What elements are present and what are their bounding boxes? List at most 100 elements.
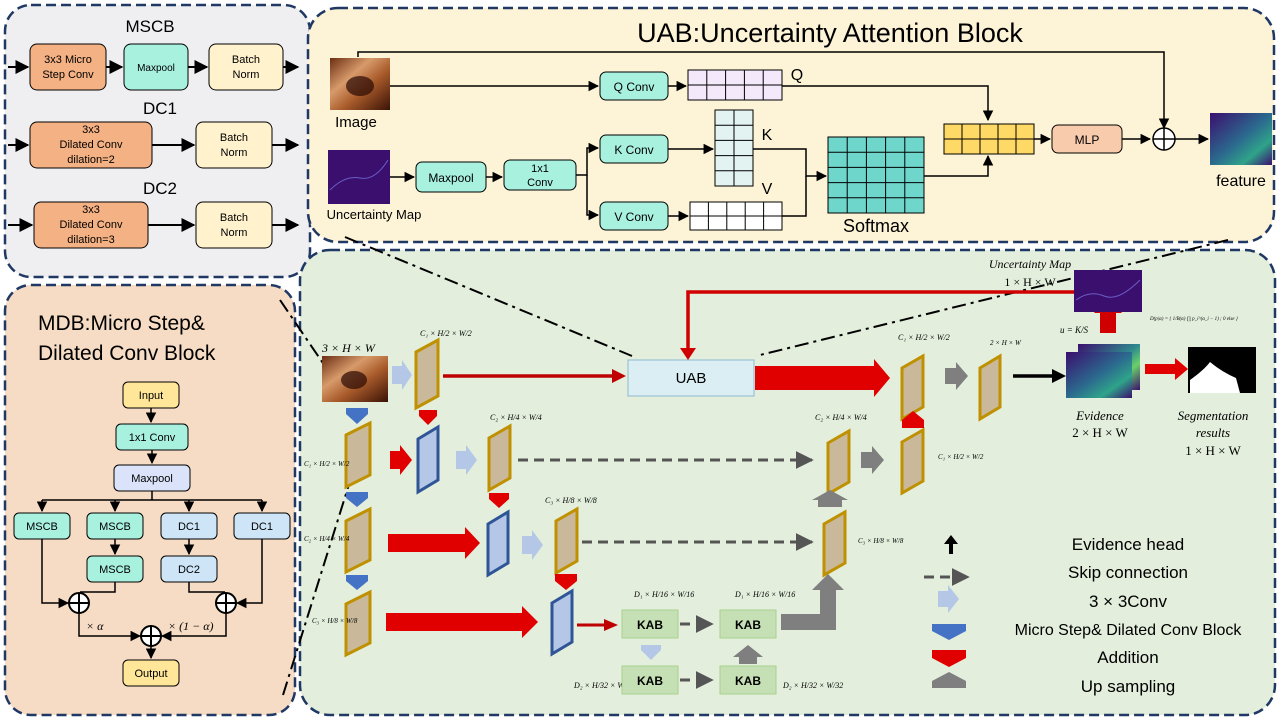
svg-text:C₂ × H/4 × W/4: C₂ × H/4 × W/4 bbox=[490, 413, 542, 422]
svg-text:MSCB: MSCB bbox=[99, 564, 131, 576]
legend-upsampling: Up sampling bbox=[1081, 677, 1176, 696]
uab-add-icon bbox=[1152, 127, 1176, 151]
svg-text:Norm: Norm bbox=[221, 147, 248, 159]
svg-text:2 × H × W: 2 × H × W bbox=[1072, 425, 1128, 440]
zoom-line-left bbox=[344, 236, 633, 357]
svg-text:V: V bbox=[762, 181, 773, 198]
svg-text:results: results bbox=[1196, 425, 1230, 440]
svg-text:3x3: 3x3 bbox=[82, 204, 100, 216]
uab-title: UAB:Uncertainty Attention Block bbox=[637, 18, 1023, 48]
mscb-bn-box bbox=[208, 43, 284, 91]
network-panel bbox=[298, 248, 1277, 717]
svg-text:D₂ × H/32 × W/32: D₂ × H/32 × W/32 bbox=[573, 681, 634, 690]
zoom-line-mdb-bottom bbox=[282, 461, 357, 696]
kab-2 bbox=[719, 609, 777, 639]
svg-text:C₁ × H/2 × W/2: C₁ × H/2 × W/2 bbox=[898, 333, 950, 342]
mdb-arrows bbox=[346, 408, 368, 590]
svg-text:MDB:Micro Step&: MDB:Micro Step& bbox=[38, 312, 205, 335]
svg-text:Dilated Conv: Dilated Conv bbox=[60, 219, 123, 231]
skip-connections bbox=[518, 451, 814, 689]
svg-text:1 × H × W: 1 × H × W bbox=[1004, 275, 1056, 289]
svg-text:Norm: Norm bbox=[221, 227, 248, 239]
enc-fm-c3-blue bbox=[550, 588, 574, 657]
svg-text:Dilated Conv: Dilated Conv bbox=[60, 139, 123, 151]
dim-input: 3 × H × W bbox=[321, 341, 376, 355]
svg-text:KAB: KAB bbox=[637, 674, 663, 688]
upsampling-arrows bbox=[733, 362, 968, 664]
net-evidence-front bbox=[1066, 352, 1132, 398]
svg-text:C₁ × H/2 × W/2: C₁ × H/2 × W/2 bbox=[420, 329, 472, 338]
svg-text:C₁ × H/2 × W/2: C₁ × H/2 × W/2 bbox=[938, 453, 984, 461]
uab-uncertainty-thumb bbox=[328, 150, 390, 204]
svg-text:C₂ × H/4 × W/4: C₂ × H/4 × W/4 bbox=[815, 413, 867, 422]
svg-text:D₁ × H/16 × W/16: D₁ × H/16 × W/16 bbox=[633, 590, 694, 599]
svg-text:3x3 Micro: 3x3 Micro bbox=[44, 54, 92, 66]
uncertainty-feedback-arrow bbox=[686, 290, 1074, 352]
dc1-title: DC1 bbox=[143, 99, 177, 118]
legend-evidence-head-icon bbox=[944, 535, 958, 554]
enc-fm-c3-a bbox=[554, 506, 579, 576]
mdb-add-center-icon bbox=[140, 625, 162, 647]
mdb-add-right-icon bbox=[215, 592, 237, 614]
u-formula: u = K/S bbox=[1060, 325, 1089, 335]
dec-fm-c3 bbox=[822, 509, 847, 578]
svg-text:DC1: DC1 bbox=[178, 521, 200, 533]
uab-feature-thumb bbox=[1210, 113, 1272, 165]
svg-text:C₂ × H/4 × W/4: C₂ × H/4 × W/4 bbox=[304, 535, 350, 543]
enc-fm-c2-blue bbox=[486, 509, 510, 578]
enc-fm-c3-b bbox=[344, 589, 372, 658]
dc1-section: DC1 3x3 Dilated Conv dilation=2 Batch No… bbox=[8, 99, 300, 169]
uab-feature-label: feature bbox=[1216, 173, 1266, 190]
net-uab-box bbox=[627, 359, 755, 397]
svg-text:MLP: MLP bbox=[1075, 133, 1100, 147]
enc-fm-c1-b bbox=[344, 420, 372, 490]
legend-skip: Skip connection bbox=[1068, 563, 1188, 582]
svg-text:Batch: Batch bbox=[220, 212, 248, 224]
kab-3 bbox=[621, 665, 679, 695]
svg-text:DC1: DC1 bbox=[251, 521, 273, 533]
legend-upsampling-icon bbox=[932, 672, 966, 688]
mscb-title: MSCB bbox=[125, 17, 174, 36]
conv3x3-arrows bbox=[392, 360, 661, 660]
addition-down-arrows bbox=[419, 410, 577, 590]
svg-text:Segmentation: Segmentation bbox=[1178, 408, 1249, 423]
svg-text:1x1: 1x1 bbox=[531, 163, 549, 175]
enc-fm-c2-a bbox=[487, 423, 512, 493]
svg-text:KAB: KAB bbox=[735, 674, 761, 688]
dec-fm-c1-b bbox=[900, 427, 925, 496]
mdb-section: MDB:Micro Step& Dilated Conv Block Input… bbox=[13, 312, 291, 687]
mscb-conv-box bbox=[29, 43, 107, 91]
enc-fm-c1-a bbox=[414, 337, 440, 411]
mdb-add-left-icon bbox=[68, 592, 90, 614]
svg-text:C₃ × H/8 × W/8: C₃ × H/8 × W/8 bbox=[312, 617, 358, 625]
svg-text:Batch: Batch bbox=[232, 54, 260, 66]
kab-4 bbox=[719, 665, 777, 695]
uab-image-label: Image bbox=[335, 114, 377, 131]
svg-text:K Conv: K Conv bbox=[614, 143, 653, 157]
svg-text:1x1 Conv: 1x1 Conv bbox=[129, 432, 176, 444]
dirichlet-formula: D(p|α) = { 1/B(α) ∏ p_i^(α_i − 1) ; 0 el… bbox=[1149, 316, 1238, 322]
kab-1 bbox=[621, 609, 679, 639]
uab-section: UAB:Uncertainty Attention Block Image Un… bbox=[327, 18, 1272, 236]
network-section: 3 × H × W UAB C₁ × H/2 × W/2 C₁ bbox=[304, 257, 1256, 695]
svg-text:DC2: DC2 bbox=[178, 564, 200, 576]
addition-up-arrow-dec bbox=[902, 411, 924, 428]
svg-text:D₂ × H/32 × W/32: D₂ × H/32 × W/32 bbox=[782, 681, 843, 690]
svg-text:KAB: KAB bbox=[637, 618, 663, 632]
uab-attention-matrix bbox=[943, 123, 1035, 155]
dec-fm-c2-a bbox=[826, 428, 851, 497]
uab-v-matrix bbox=[689, 201, 783, 231]
legend-mdb: Micro Step& Dilated Conv Block bbox=[1015, 622, 1243, 639]
svg-text:C₃ × H/8 × W/8: C₃ × H/8 × W/8 bbox=[858, 537, 904, 545]
legend-addition-icon bbox=[932, 650, 966, 667]
uab-uncertainty-label: Uncertainty Map bbox=[327, 207, 422, 222]
svg-text:Step Conv: Step Conv bbox=[42, 69, 94, 81]
mdb-output bbox=[122, 659, 180, 687]
legend-addition: Addition bbox=[1097, 648, 1158, 667]
svg-text:3x3: 3x3 bbox=[82, 124, 100, 136]
svg-text:C₁ × H/2 × W/2: C₁ × H/2 × W/2 bbox=[304, 460, 350, 468]
mdb-one-minus-alpha: × (1 − α) bbox=[168, 619, 214, 633]
legend-mdb-icon bbox=[932, 624, 966, 640]
net-uncertainty-map bbox=[1074, 270, 1142, 312]
